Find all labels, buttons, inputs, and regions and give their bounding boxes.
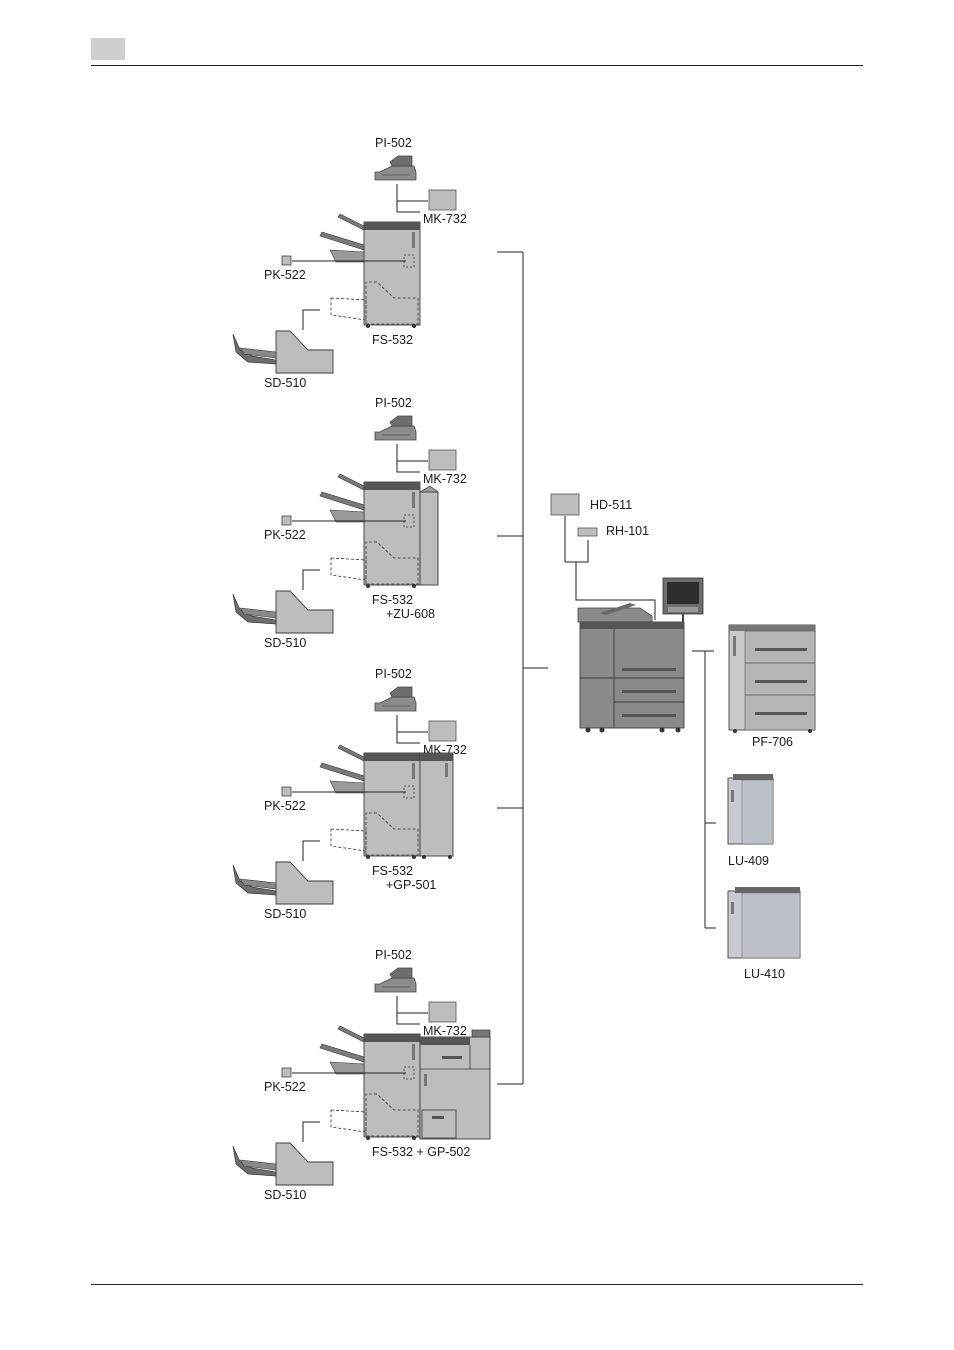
pk-522-kit — [282, 1068, 291, 1077]
pi-502-label: PI-502 — [375, 667, 412, 681]
hd-511-label: HD-511 — [590, 498, 632, 512]
fs-label: FS-532 — [372, 593, 413, 607]
fs-label: FS-532 + GP-502 — [372, 1145, 470, 1159]
pk-522-kit — [282, 256, 291, 265]
mk-732-label: MK-732 — [423, 212, 467, 226]
sd-510-label: SD-510 — [264, 1188, 306, 1202]
pi-502-label: PI-502 — [375, 948, 412, 962]
sd-510-label: SD-510 — [264, 636, 306, 650]
lu-409-unit: LU-409 — [728, 774, 773, 868]
mk-732-kit — [429, 721, 456, 741]
pi-502-unit — [375, 156, 416, 180]
fs-532-unit — [320, 474, 420, 588]
zu-608-unit — [420, 486, 438, 585]
gp-502-unit — [420, 1030, 490, 1139]
sd-510-label: SD-510 — [264, 376, 306, 390]
rh-101-label: RH-101 — [606, 524, 649, 538]
sd-510-unit — [233, 591, 333, 633]
sd-510-label: SD-510 — [264, 907, 306, 921]
sd-510-unit — [233, 331, 333, 373]
mk-732-kit — [429, 450, 456, 470]
mk-732-label: MK-732 — [423, 1024, 467, 1038]
fs-label: FS-532 — [372, 864, 413, 878]
mk-732-kit — [429, 1002, 456, 1022]
sd-510-unit — [233, 1143, 333, 1185]
pi-502-label: PI-502 — [375, 136, 412, 150]
finisher-bracket — [497, 252, 548, 1084]
pk-522-kit — [282, 516, 291, 525]
hd-511-option: HD-511 — [551, 494, 632, 515]
fs-532-unit — [320, 1026, 420, 1140]
mk-732-label: MK-732 — [423, 472, 467, 486]
pf-706-label: PF-706 — [752, 735, 793, 749]
rh-101-option: RH-101 — [578, 524, 649, 538]
main-body — [578, 578, 703, 733]
pk-522-label: PK-522 — [264, 268, 306, 282]
pf-706-unit: PF-706 — [729, 625, 815, 749]
lu-409-label: LU-409 — [728, 854, 769, 868]
pi-502-unit — [375, 968, 416, 992]
pi-502-label: PI-502 — [375, 396, 412, 410]
sd-510-unit — [233, 862, 333, 904]
mk-732-kit — [429, 190, 456, 210]
pi-502-unit — [375, 416, 416, 440]
fs-532-unit — [320, 745, 420, 859]
lu-410-unit: LU-410 — [728, 887, 800, 981]
gp-501-unit — [420, 753, 453, 859]
fs-addon-label: +GP-501 — [386, 878, 436, 892]
pk-522-label: PK-522 — [264, 799, 306, 813]
pk-522-label: PK-522 — [264, 1080, 306, 1094]
fs-label: FS-532 — [372, 333, 413, 347]
lu-410-label: LU-410 — [744, 967, 785, 981]
pi-502-unit — [375, 687, 416, 711]
pk-522-kit — [282, 787, 291, 796]
fs-addon-label: +ZU-608 — [386, 607, 435, 621]
fs-532-unit — [320, 214, 420, 328]
pk-522-label: PK-522 — [264, 528, 306, 542]
paper-feed-bracket — [692, 651, 716, 928]
